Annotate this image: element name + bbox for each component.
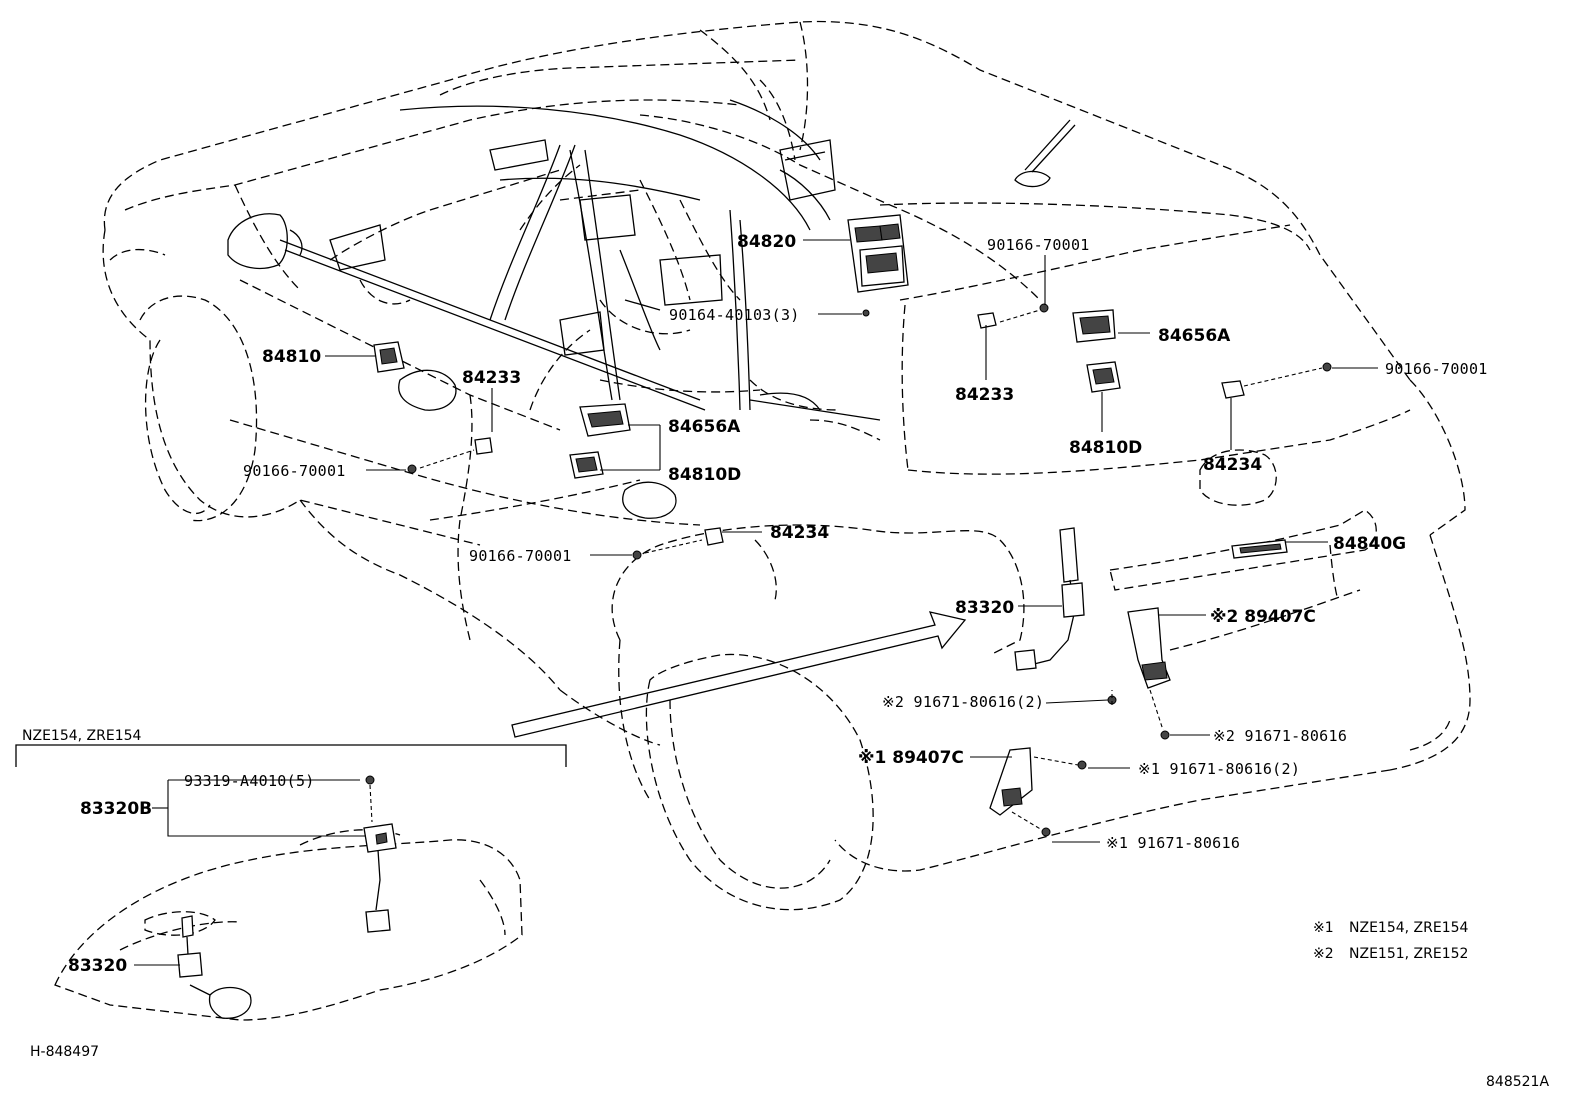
label-90166-70001-d[interactable]: 90166-70001 xyxy=(469,547,572,565)
label-90166-70001-a[interactable]: 90166-70001 xyxy=(987,236,1090,254)
label-90166-70001-b[interactable]: 90166-70001 xyxy=(1385,360,1488,378)
label-83320[interactable]: 83320 xyxy=(955,598,1014,618)
leader-lines xyxy=(325,239,1378,843)
label-90164-40103[interactable]: 90164-40103(3) xyxy=(669,306,800,324)
legend-text-2: NZE151, ZRE152 xyxy=(1349,946,1468,962)
label-84820[interactable]: 84820 xyxy=(737,232,796,252)
inset-code: H-848497 xyxy=(30,1044,99,1060)
legend-mark-1: ※1 xyxy=(1313,920,1334,936)
legend-mark-2: ※2 xyxy=(1313,946,1334,962)
label-84234-left[interactable]: 84234 xyxy=(770,523,829,543)
legend-text-1: NZE154, ZRE154 xyxy=(1349,920,1469,936)
inset-panel xyxy=(15,744,567,1021)
label-84234-right[interactable]: 84234 xyxy=(1203,455,1262,475)
label-91671-80616-2-type2[interactable]: ※2 91671-80616(2) xyxy=(882,693,1044,711)
label-83320-inset[interactable]: 83320 xyxy=(68,956,127,976)
diagram-code: 848521A xyxy=(1486,1074,1549,1090)
part-shapes xyxy=(373,214,1332,837)
label-89407C-type2[interactable]: ※2 89407C xyxy=(1210,607,1316,627)
label-84840G[interactable]: 84840G xyxy=(1333,534,1406,554)
label-93319-A4010[interactable]: 93319-A4010(5) xyxy=(184,772,315,790)
label-84810[interactable]: 84810 xyxy=(262,347,321,367)
pointer-arrow xyxy=(511,611,967,738)
label-84656A-right[interactable]: 84656A xyxy=(1158,326,1231,346)
label-89407C-type1[interactable]: ※1 89407C xyxy=(858,748,964,768)
inset-heading: NZE154, ZRE154 xyxy=(22,728,142,744)
part-labels: 84820 90166-70001 90164-40103(3) 84656A … xyxy=(22,232,1549,1090)
label-84656A-left[interactable]: 84656A xyxy=(668,417,741,437)
vehicle-outline xyxy=(102,20,1471,911)
label-83320B[interactable]: 83320B xyxy=(80,799,152,819)
label-84810D-right[interactable]: 84810D xyxy=(1069,438,1142,458)
label-90166-70001-c[interactable]: 90166-70001 xyxy=(243,462,346,480)
label-84233-left[interactable]: 84233 xyxy=(462,368,521,388)
label-84810D-left[interactable]: 84810D xyxy=(668,465,741,485)
label-91671-80616-2-type1[interactable]: ※1 91671-80616(2) xyxy=(1138,760,1300,778)
interior-structure xyxy=(227,99,1076,519)
label-91671-80616-type2[interactable]: ※2 91671-80616 xyxy=(1213,727,1347,745)
label-91671-80616-type1[interactable]: ※1 91671-80616 xyxy=(1106,834,1240,852)
label-84233-right[interactable]: 84233 xyxy=(955,385,1014,405)
